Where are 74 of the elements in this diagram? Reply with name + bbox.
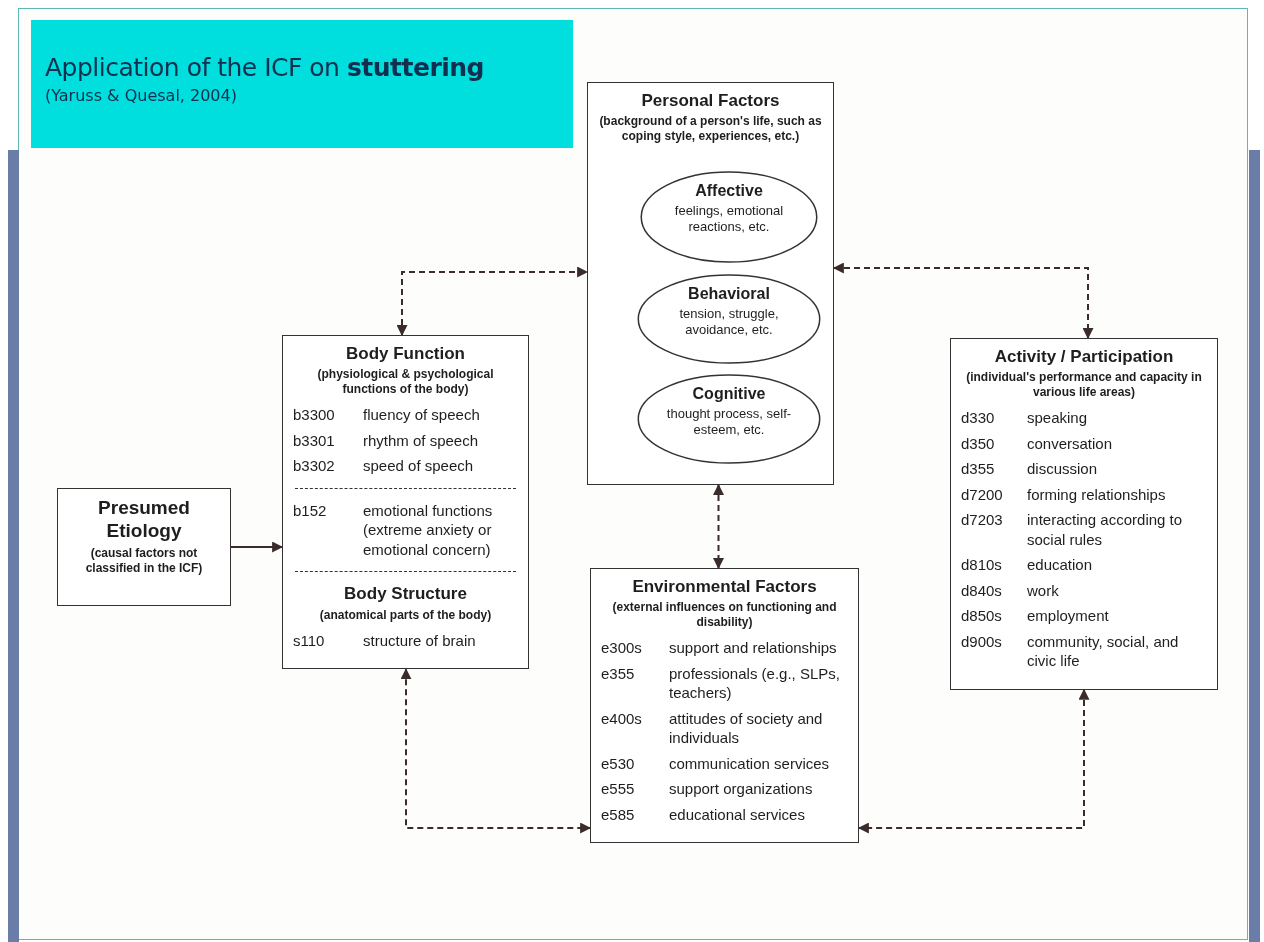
node-heading: Presumed Etiology [97,497,191,543]
item-text: communication services [669,753,831,774]
node-description: (physiological & psychological functions of the body) [316,367,495,398]
code-label: d840s [961,580,1003,601]
connector-arrow [396,266,589,337]
code-label: d7200 [961,484,1004,505]
oval-node [637,274,821,364]
node-description: (anatomical parts of the body) [318,607,493,623]
node-heading: Activity / Participation [993,347,1175,368]
code-label: d350 [961,433,996,454]
item-text: discussion [1027,459,1099,479]
item-text: conversation [1027,433,1114,454]
node-description: (individual's performance and capacity in various life areas) [965,370,1203,401]
node-description: thought process, self-esteem, etc. [665,406,793,439]
code-label: e355 [601,663,636,684]
node-heading: Body Function [345,344,466,365]
item-text: employment [1027,606,1110,626]
item-text: support organizations [669,779,814,799]
code-label: d810s [961,555,1003,575]
oval-node [637,374,821,464]
item-text: forming relationships [1027,484,1167,505]
code-label: b3302 [293,456,336,476]
item-text: fluency of speech [363,405,481,425]
connector-arrow [857,688,1090,834]
connector-arrow [832,262,1094,340]
code-label: d7203 [961,510,1004,531]
item-text: structure of brain [363,630,477,651]
item-text: educational services [669,804,806,825]
node-description: tension, struggle, avoidance, etc. [678,306,780,339]
item-text: professionals (e.g., SLPs, teachers) [669,663,841,703]
node-heading: Personal Factors [640,91,781,112]
item-text: attitudes of society and individuals [669,708,824,748]
code-label: b3301 [293,430,336,451]
node-description: (external influences on functioning and disability) [611,600,838,631]
citation-text: (Yaruss & Quesal, 2004) [45,86,238,105]
item-text: interacting according to social rules [1027,510,1184,550]
connector-arrow [400,668,592,834]
item-text: work [1027,580,1060,601]
connector-arrow [230,541,284,553]
node-heading: Affective [694,181,764,201]
factor-box [950,338,1218,690]
code-label: d850s [961,606,1003,626]
connector-arrow [713,483,724,570]
item-text: speaking [1027,408,1089,428]
code-label: b3300 [293,405,336,425]
code-label: d355 [961,459,996,479]
item-text: rhythm of speech [363,430,480,451]
item-text: emotional functions (extreme anxiety or emotional concern) [363,500,494,560]
node-heading: Behavioral [687,284,771,304]
item-text: speed of speech [363,456,475,476]
node-heading: Cognitive [691,384,767,404]
node-description: (background of a person's life, such as coping style, experiences, etc.) [598,114,823,145]
item-text: community, social, and civic life [1027,631,1180,671]
code-label: e530 [601,753,636,774]
node-heading: Environmental Factors [631,577,818,598]
code-label: e400s [601,708,643,729]
code-label: e555 [601,779,636,799]
oval-node [640,171,818,263]
item-text: support and relationships [669,638,838,658]
title-text: Application of the ICF on stuttering [45,53,485,82]
code-label: e585 [601,804,636,825]
node-heading: Body Structure [343,584,468,605]
node-description: (causal factors not classified in the ICF) [84,545,204,576]
code-label: e300s [601,638,643,658]
code-label: b152 [293,500,328,521]
factor-box [587,82,834,485]
code-label: d900s [961,631,1003,652]
code-label: s110 [293,630,326,651]
factor-box [282,335,529,670]
code-label: d330 [961,408,996,428]
factor-box [590,568,859,844]
factor-box [57,488,231,606]
item-text: education [1027,555,1094,575]
node-description: feelings, emotional reactions, etc. [673,203,785,236]
